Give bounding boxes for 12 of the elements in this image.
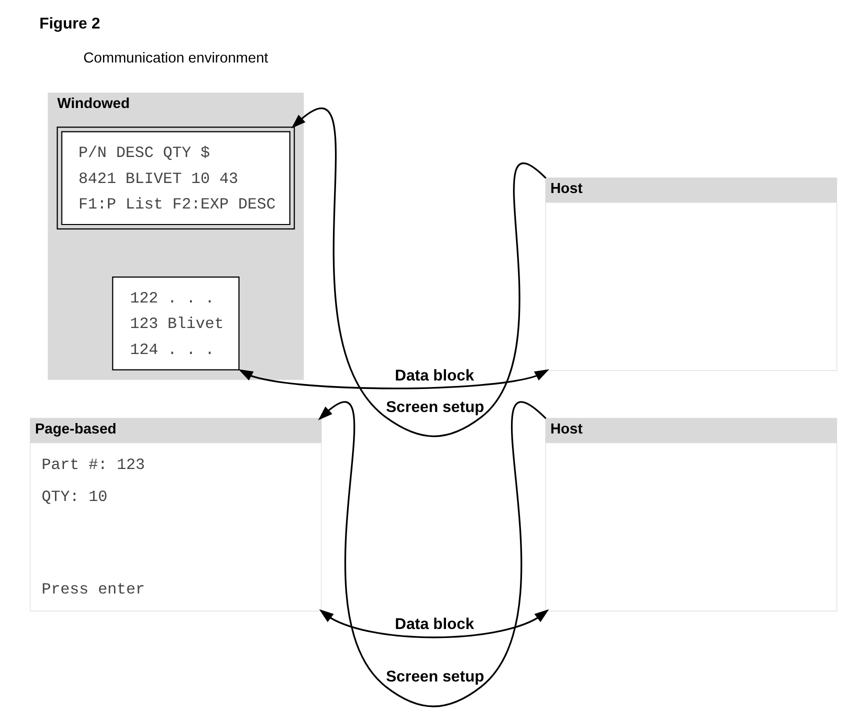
arrow bbox=[238, 369, 549, 390]
label: Communication environment bbox=[82, 50, 268, 66]
edge-label: Screen setup bbox=[385, 668, 484, 686]
edge-label: Screen setup bbox=[385, 398, 484, 416]
arrow bbox=[290, 109, 546, 438]
edge-label: Data block bbox=[394, 616, 474, 633]
edge-label: Data block bbox=[394, 368, 474, 385]
arrow bbox=[318, 609, 548, 638]
node-box: 122 . . . 123 Blivet 124 . . . bbox=[112, 276, 240, 370]
arrow bbox=[318, 402, 546, 708]
diagram-title: Figure 2 bbox=[38, 16, 100, 33]
node-box: P/N DESC QTY $ 8421 BLIVET 10 43 F1:P List F2:EXP DESC bbox=[56, 126, 294, 230]
